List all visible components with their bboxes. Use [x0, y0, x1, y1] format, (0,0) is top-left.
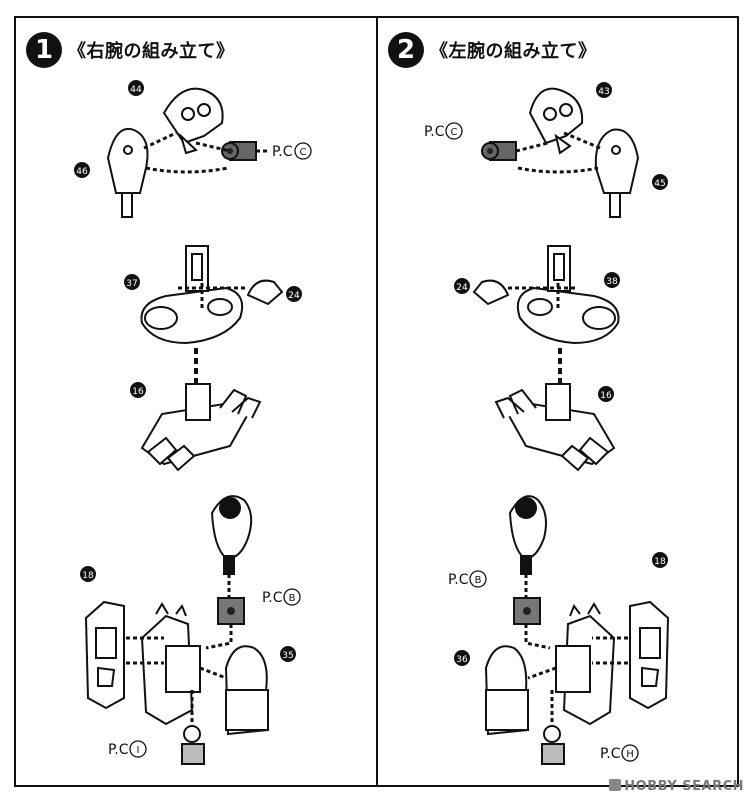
- label-part-24-2: 24: [456, 283, 468, 293]
- part-upper-arm-46: [106, 127, 149, 218]
- assembly-guide-wrist-2: [524, 624, 628, 680]
- polycap-b-mid-2: [513, 597, 541, 625]
- part-armor-18: [84, 600, 125, 710]
- polycap-c-top: [221, 141, 257, 161]
- step-1-callouts: 44 46 P.C C 37 24 16 18 P.C B 35 P.C: [74, 80, 312, 758]
- label-part-45: 45: [654, 179, 665, 189]
- step-2-callouts: 43 45 P.C C 38 24 16 18 P.C B 36 P.C: [424, 82, 668, 762]
- label-pc-i-bottom-circle: I: [137, 745, 140, 756]
- label-part-37: 37: [126, 279, 137, 289]
- polycap-c-top-left: [481, 141, 517, 161]
- part-shoulder-joint-43: [528, 87, 584, 155]
- part-shoulder-joint-44: [162, 87, 224, 155]
- part-elbow-base-37: [140, 245, 244, 345]
- part-upper-arm-45: [594, 128, 640, 218]
- assembly-guide-top: [143, 131, 268, 174]
- part-wrist-frame-2: [555, 602, 616, 726]
- label-pc-b-mid-circle: B: [289, 593, 296, 604]
- watermark-text: HOBBY SEARCH: [624, 779, 744, 794]
- label-pc-h-bottom-circle: H: [626, 749, 634, 760]
- label-pc-h-bottom: P.C: [600, 746, 621, 762]
- label-pc-c-top-2: P.C: [424, 124, 445, 140]
- step-2-diagram: 43 45 P.C C 38 24 16 18 P.C B 36 P.C: [424, 82, 670, 765]
- label-part-43: 43: [598, 87, 609, 97]
- label-part-18: 18: [82, 571, 94, 581]
- part-elbow-base-38: [516, 245, 620, 345]
- assembly-guide-elbow: [178, 280, 248, 308]
- label-part-16: 16: [132, 387, 144, 397]
- polycap-b-mid: [217, 597, 245, 625]
- part-forearm-16-2: [494, 383, 616, 472]
- step-2-header: 2 《左腕の組み立て》: [388, 32, 597, 68]
- label-pc-c-top-circle-2: C: [451, 127, 458, 138]
- label-part-18-2: 18: [654, 557, 666, 567]
- part-hand-35: [224, 645, 270, 736]
- label-pc-b-mid-circle-2: B: [475, 575, 482, 586]
- step-2-title: 《左腕の組み立て》: [430, 41, 597, 62]
- step-1-number: 1: [26, 32, 62, 68]
- polycap-i-bottom: [181, 725, 205, 765]
- label-part-36: 36: [456, 655, 468, 665]
- assembly-guide-top-2: [515, 131, 601, 174]
- label-pc-c-top: P.C: [272, 144, 293, 160]
- label-part-24: 24: [288, 291, 300, 301]
- label-part-44: 44: [130, 85, 142, 95]
- part-clip-24-2: [472, 279, 510, 306]
- label-part-46: 46: [76, 167, 88, 177]
- label-pc-b-mid: P.C: [262, 590, 283, 606]
- step-1-panel: 1 《右腕の組み立て》: [14, 16, 378, 787]
- label-pc-c-top-circle: C: [300, 147, 307, 158]
- step-2-number: 2: [388, 32, 424, 68]
- label-part-35: 35: [282, 651, 293, 661]
- label-part-38: 38: [606, 277, 618, 287]
- part-hand-socket-2: [508, 495, 547, 575]
- part-clip-24: [246, 279, 284, 306]
- part-armor-18-2: [629, 600, 670, 710]
- watermark-logo-icon: [609, 779, 622, 791]
- part-wrist-frame: [140, 602, 201, 726]
- polycap-h-bottom: [541, 725, 565, 765]
- part-forearm-16: [140, 383, 262, 472]
- label-part-16-2: 16: [600, 391, 612, 401]
- step-1-diagram: 44 46 P.C C 37 24 16 18 P.C B 35 P.C: [74, 80, 312, 765]
- label-pc-i-bottom: P.C: [108, 742, 129, 758]
- watermark: HOBBY SEARCH: [609, 779, 744, 794]
- step-1-header: 1 《右腕の組み立て》: [26, 32, 235, 68]
- assembly-guide-elbow-2: [508, 280, 578, 308]
- label-pc-b-mid-2: P.C: [448, 572, 469, 588]
- step-1-title: 《右腕の組み立て》: [68, 41, 235, 62]
- step-2-panel: 2 《左腕の組み立て》: [376, 16, 739, 787]
- part-hand-36: [484, 645, 530, 736]
- part-hand-socket: [210, 495, 253, 575]
